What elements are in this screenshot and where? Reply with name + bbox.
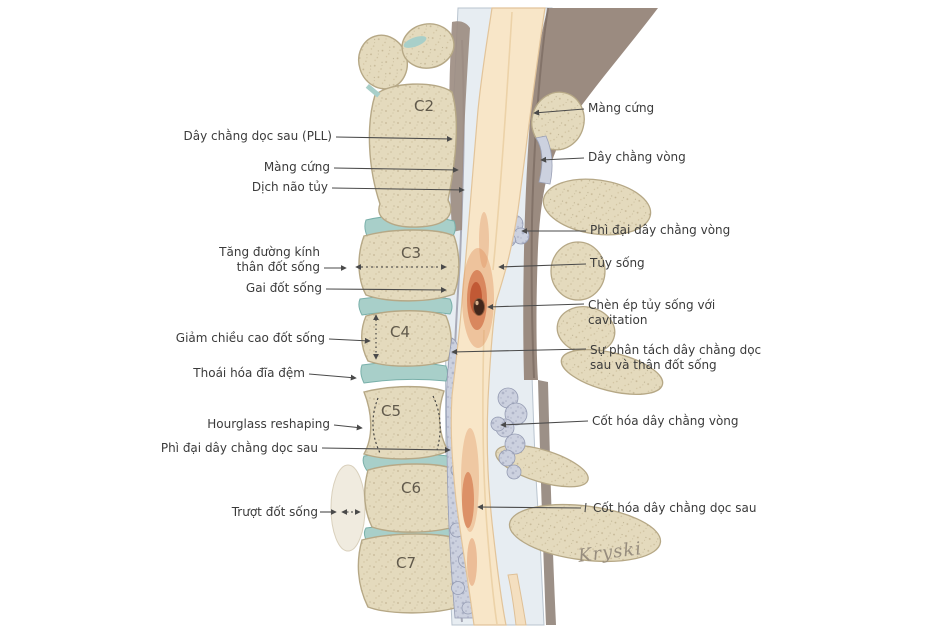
label-flavum-hypertrophy: Phì đại dây chằng vòng [590, 223, 731, 237]
leader-csf [331, 186, 465, 193]
slipped-vertebra-ghost [330, 464, 366, 552]
leader-flavum-ossification [500, 420, 589, 428]
leader-compression [487, 303, 585, 310]
leader-hourglass [333, 424, 363, 431]
vertebra-label-c4: C4 [390, 323, 410, 341]
label-csf: Dịch não tủy [251, 180, 328, 194]
hourglass-dotted-left [372, 397, 381, 454]
label-disc-degeneration: Thoái hóa đĩa đệm [193, 366, 305, 380]
leader-flavum [540, 156, 585, 163]
cavitation [473, 298, 485, 316]
label-pll-separation: Sự phân tách dây chằng dọc sau và thân đ… [590, 343, 762, 372]
label-cord-compression: Chèn ép tủy sống với cavitation [588, 298, 716, 327]
posterior-bones [495, 91, 664, 563]
label-height-loss: Giảm chiều cao đốt sống [175, 331, 325, 345]
spinal-cord [450, 7, 546, 626]
label-pll: Dây chằng dọc sau (PLL) [183, 129, 332, 143]
label-flavum-ossification: Cốt hóa dây chằng vòng [592, 414, 739, 428]
label-dura-right: Màng cứng [588, 101, 655, 115]
leader-dura-right [533, 108, 585, 116]
vertebra-c2 [357, 23, 458, 228]
label-diameter-increase: Tăng đường kính thân đốt sống [219, 245, 320, 274]
leader-spur [325, 286, 447, 293]
label-pll-hypertrophy: Phì đại dây chằng dọc sau [160, 441, 318, 455]
leader-pll-ossification-tick [584, 502, 587, 513]
label-spur: Gai đốt sống [245, 281, 322, 295]
label-flavum: Dây chằng vòng [588, 150, 686, 164]
leader-separation [451, 348, 587, 355]
vertebra-label-c7: C7 [396, 554, 416, 572]
leader-pll-ossification [477, 504, 582, 511]
leader-height-loss [328, 337, 371, 344]
vertebra-c6 [363, 463, 462, 533]
label-hourglass: Hourglass reshaping [207, 417, 330, 431]
leader-lines [308, 108, 589, 515]
cord-compression-site [461, 212, 494, 586]
vertebra-labels: C2 C3 C4 C5 C6 C7 [381, 97, 434, 572]
leader-cord [498, 263, 587, 270]
vertebra-label-c3: C3 [401, 244, 421, 262]
vertebra-label-c6: C6 [401, 479, 421, 497]
label-spondylolisthesis: Trượt đốt sống [231, 505, 318, 519]
label-dura-left: Màng cứng [263, 160, 330, 174]
hourglass-dotted-right [432, 395, 441, 451]
label-cord: Tủy sống [590, 256, 645, 270]
leader-disc-degen [308, 373, 357, 381]
dura-anterior-wedge [449, 21, 470, 232]
label-pll-ossification: Cốt hóa dây chằng dọc sau [593, 501, 757, 515]
leader-pll [335, 135, 453, 142]
vertebra-c4 [361, 310, 452, 367]
leader-pll-hypertrophy [321, 446, 451, 453]
measurement-marks [341, 264, 447, 515]
vertebra-label-c2: C2 [414, 97, 434, 115]
leader-dura-left [333, 166, 459, 173]
vertebra-c5 [362, 385, 449, 460]
vertebra-label-c5: C5 [381, 402, 401, 420]
